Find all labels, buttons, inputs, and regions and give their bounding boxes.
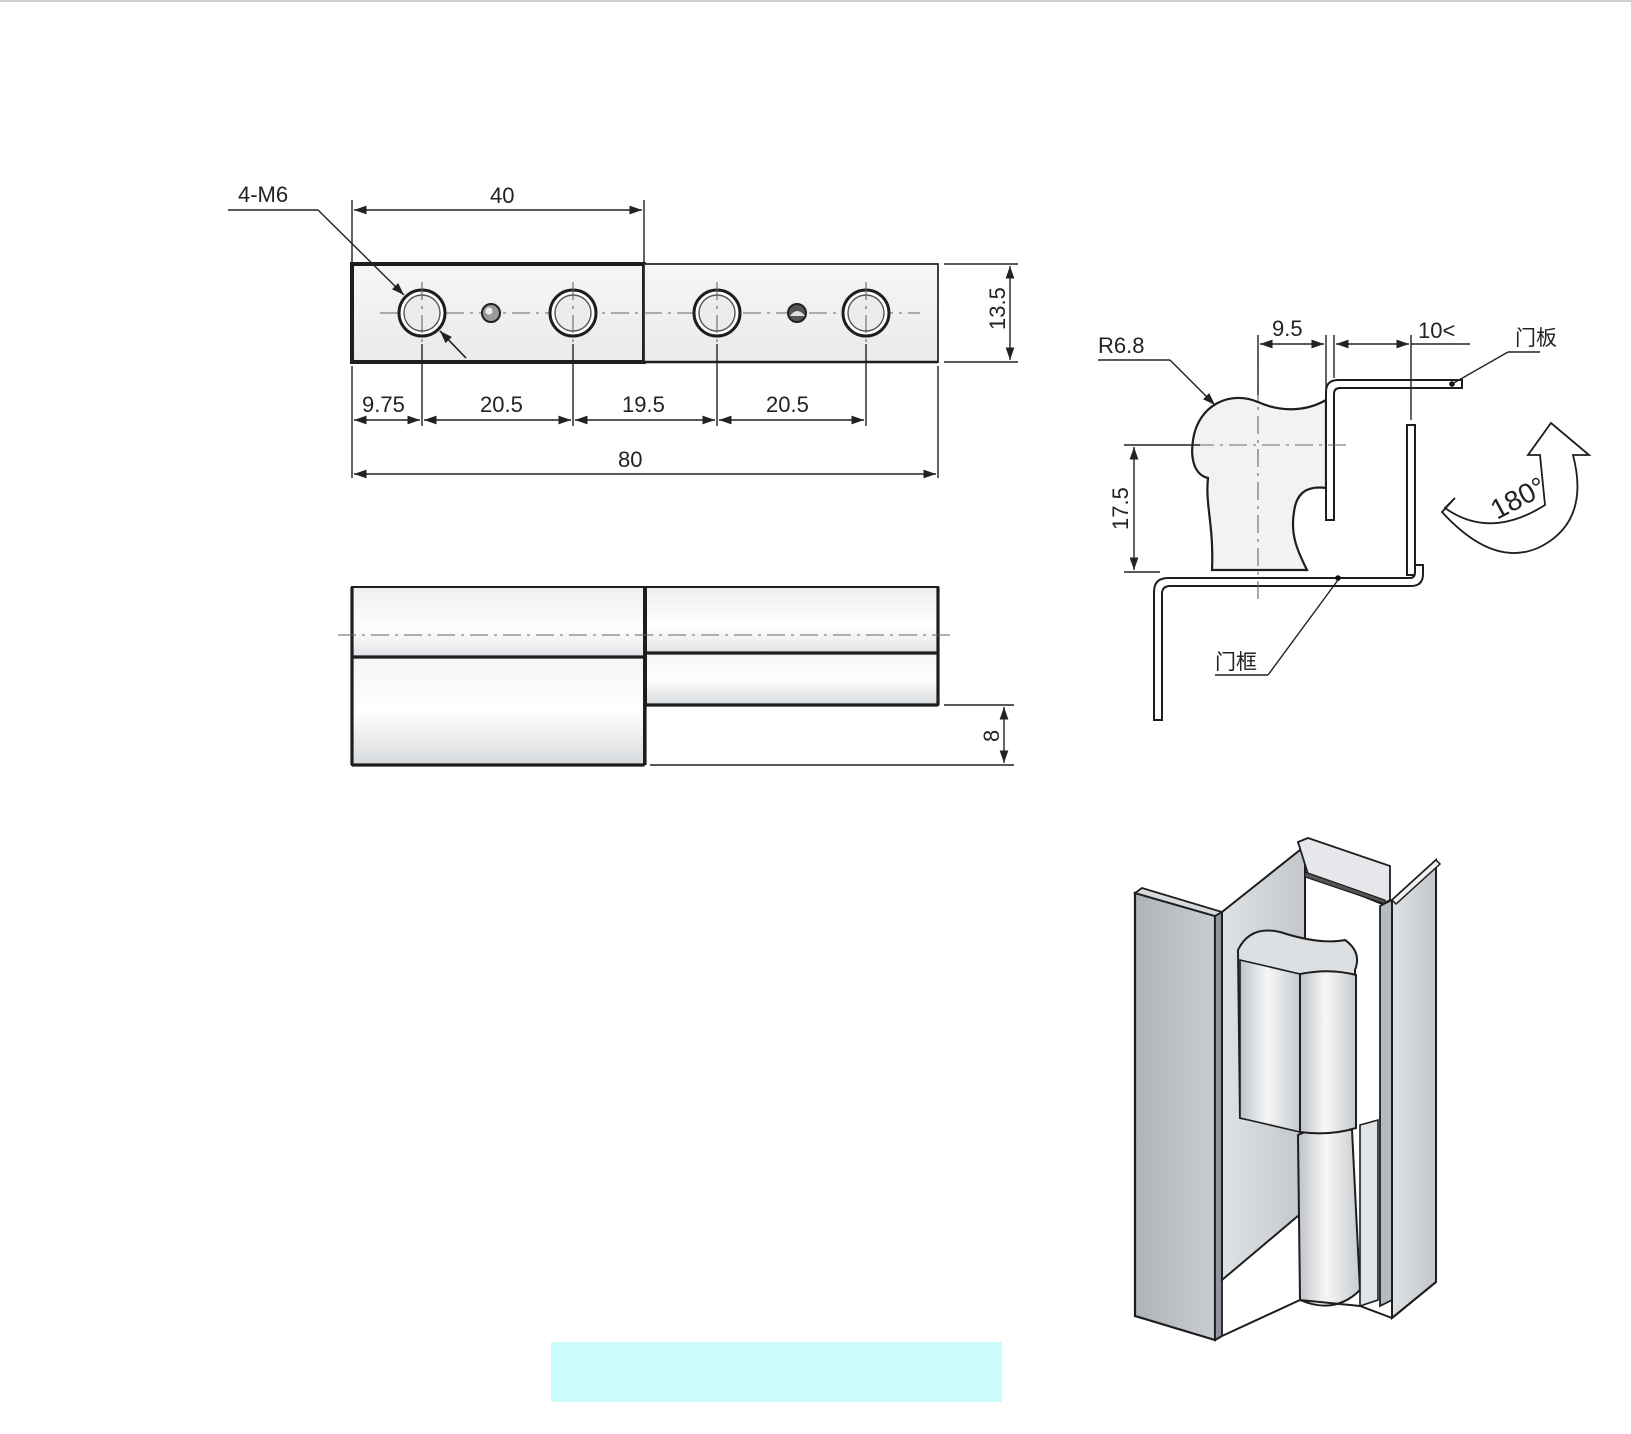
side-barrel-right-lower xyxy=(645,652,939,706)
dim-9-5: 9.5 xyxy=(1257,316,1327,395)
dim-40-label: 40 xyxy=(490,183,514,208)
top-hole-3 xyxy=(692,282,742,344)
iso-lower-barrel xyxy=(1296,1127,1362,1307)
dim-gap-label: 10< xyxy=(1418,318,1455,343)
top-hole-2 xyxy=(548,282,598,344)
side-barrel-left-lower xyxy=(351,656,645,766)
dim-19-5-label: 19.5 xyxy=(622,392,665,417)
dim-40: 40 xyxy=(351,183,645,262)
top-view: 4-M6 40 13.5 9.75 xyxy=(228,182,1018,479)
top-hole-1 xyxy=(397,282,447,344)
iso-lower-leaf xyxy=(1359,1118,1379,1308)
dim-17-5-label: 17.5 xyxy=(1108,487,1133,530)
highlight-box xyxy=(551,1342,1002,1402)
section-door-panel xyxy=(1325,379,1463,521)
dim-20-5-a-label: 20.5 xyxy=(480,392,523,417)
side-view: 8 xyxy=(338,586,1014,767)
dim-r6-8: R6.8 xyxy=(1098,333,1216,406)
door-frame-label: 门框 xyxy=(1215,650,1257,674)
dim-9-75-label: 9.75 xyxy=(362,392,405,417)
rotation-arrow-icon: 180° xyxy=(1440,421,1592,554)
top-pin-mark-left xyxy=(481,303,501,323)
dim-13-5: 13.5 xyxy=(944,263,1018,363)
dim-80: 80 xyxy=(354,447,936,479)
section-door-leaf xyxy=(1406,424,1416,576)
iso-door-panel-right xyxy=(1391,857,1437,1321)
side-barrel-right-upper xyxy=(645,586,939,654)
top-pin-mark-right xyxy=(787,303,807,323)
iso-top-lip xyxy=(1296,837,1391,905)
dim-20-5-b-label: 20.5 xyxy=(766,392,809,417)
door-frame-callout: 门框 xyxy=(1215,579,1339,676)
side-barrel-left-upper xyxy=(351,586,645,658)
door-panel-callout: 门板 xyxy=(1451,326,1557,385)
dim-80-label: 80 xyxy=(618,447,642,472)
iso-door-panel-inner xyxy=(1379,898,1393,1308)
top-border xyxy=(0,0,1631,2)
dim-8: 8 xyxy=(650,704,1014,766)
door-panel-label: 门板 xyxy=(1515,326,1557,350)
thread-callout-label: 4-M6 xyxy=(238,182,288,207)
dim-gap: 10< xyxy=(1333,318,1470,420)
iso-frame-left-wall xyxy=(1133,891,1217,1342)
dim-chain: 9.75 20.5 19.5 20.5 xyxy=(351,344,939,478)
dim-17-5: 17.5 xyxy=(1108,444,1200,573)
dim-9-5-label: 9.5 xyxy=(1272,316,1303,341)
dim-r6-8-label: R6.8 xyxy=(1098,333,1144,358)
isometric-view xyxy=(1132,837,1442,1342)
section-door-frame xyxy=(1153,564,1424,721)
section-knuckle xyxy=(1191,396,1328,572)
iso-upper-barrel xyxy=(1299,970,1357,1135)
thread-callout: 4-M6 xyxy=(228,182,467,359)
dim-13-5-label: 13.5 xyxy=(985,287,1010,330)
top-hole-4 xyxy=(841,282,891,344)
section-view: R6.8 9.5 10< 门板 17.5 xyxy=(1098,316,1592,721)
dim-8-label: 8 xyxy=(979,730,1004,742)
